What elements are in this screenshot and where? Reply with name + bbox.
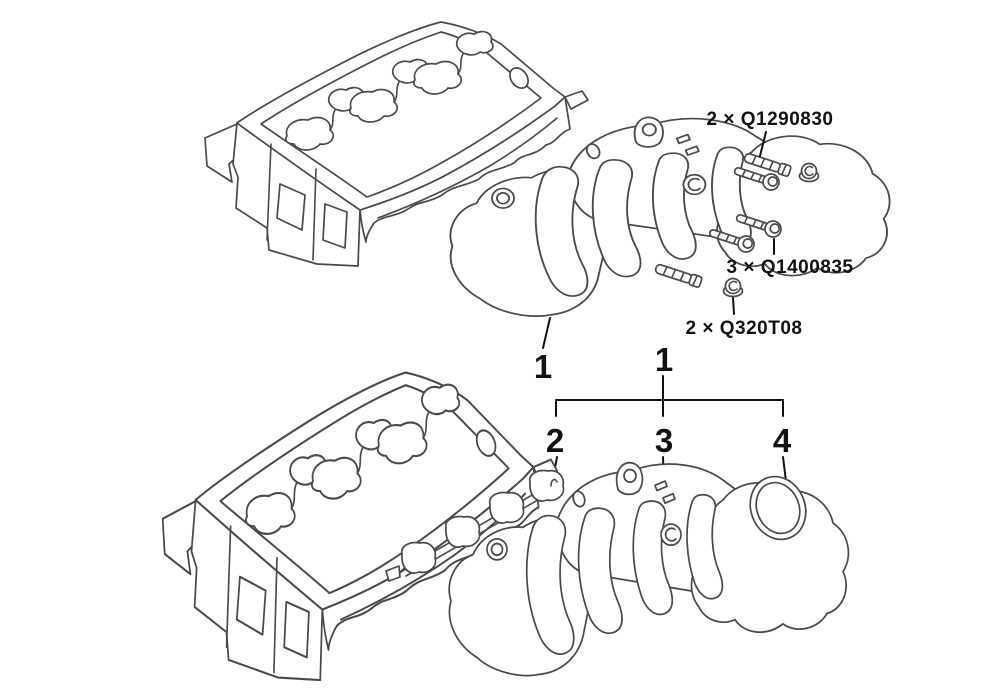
leader-line-stud-bolt	[759, 131, 767, 157]
part-number-4: 4	[773, 422, 792, 459]
part-number-3: 3	[655, 422, 673, 459]
leader-line-part1-upper	[542, 317, 551, 349]
seal-ring-drawing	[749, 475, 807, 541]
bracket-line	[555, 375, 784, 417]
callout-label-flange-nut: 2 × Q320T08	[686, 318, 803, 339]
flange-nut-2	[722, 277, 744, 298]
leader-line-flange-nut	[732, 297, 735, 315]
gasket-drawing	[385, 469, 565, 582]
leader-line-part4	[782, 456, 787, 482]
callout-label-flange-bolt: 3 × Q1400835	[727, 257, 854, 278]
stud-bolt-2	[653, 261, 704, 289]
part-number-1-group: 1	[655, 341, 673, 378]
part-number-2: 2	[546, 422, 564, 459]
flange-nut-1	[798, 162, 820, 183]
callout-label-stud-bolt: 2 × Q1290830	[707, 109, 834, 130]
part-number-1-upper: 1	[534, 348, 552, 385]
